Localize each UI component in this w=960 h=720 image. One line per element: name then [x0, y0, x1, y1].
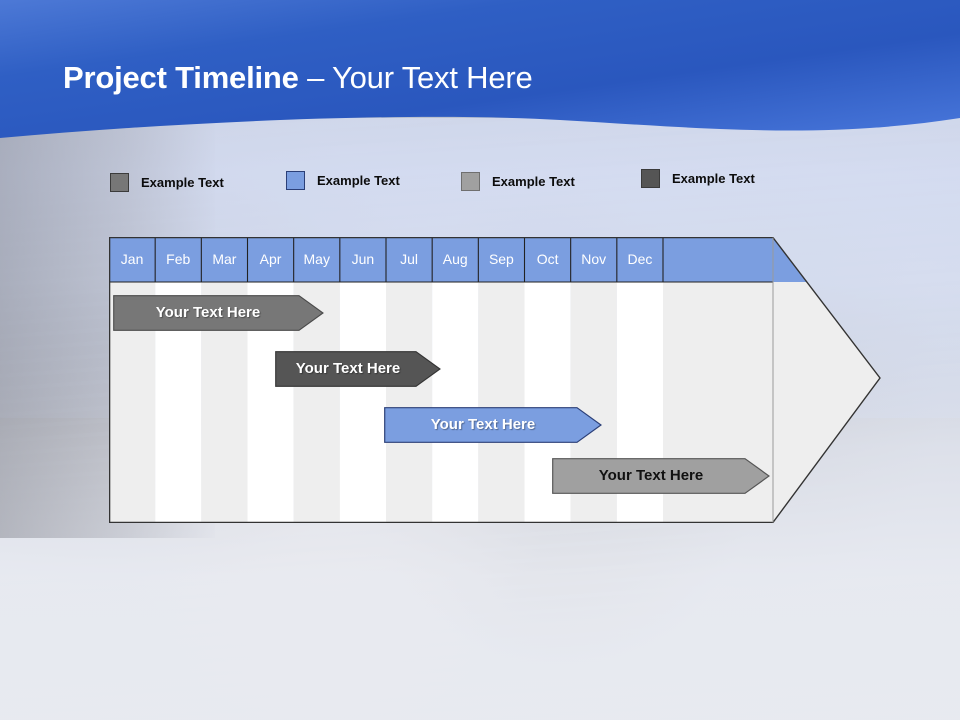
title-light: Your Text Here	[332, 60, 533, 95]
legend-label-1: Example Text	[141, 174, 224, 190]
legend-swatch-icon-3	[461, 171, 480, 191]
task-bar-1[interactable]: Your Text Here	[113, 295, 324, 331]
title-bold: Project Timeline	[63, 60, 299, 95]
legend-swatch-icon-1	[110, 172, 129, 192]
legend-item-3[interactable]: Example Text	[461, 167, 575, 195]
header-banner	[0, 0, 960, 160]
legend: Example Text Example Text Example Text E…	[110, 168, 830, 198]
legend-swatch-icon-2	[286, 170, 305, 190]
title-separator: –	[298, 60, 333, 95]
task-bar-4-label: Your Text Here	[598, 467, 704, 484]
legend-swatch-icon-4	[641, 168, 660, 188]
task-bar-1-label: Your Text Here	[155, 304, 261, 321]
legend-label-2: Example Text	[317, 172, 400, 188]
task-bar-3[interactable]: Your Text Here	[384, 407, 602, 443]
page-title: Project Timeline – Your Text Here	[63, 60, 533, 96]
legend-item-2[interactable]: Example Text	[286, 166, 400, 194]
task-bar-4[interactable]: Your Text Here	[552, 458, 770, 494]
month-header-strip	[109, 237, 807, 283]
task-bar-3-label: Your Text Here	[430, 416, 536, 433]
task-bar-2-label: Your Text Here	[295, 360, 401, 377]
legend-label-4: Example Text	[672, 170, 755, 186]
legend-label-3: Example Text	[492, 173, 575, 189]
legend-item-1[interactable]: Example Text	[110, 168, 224, 196]
task-bar-2[interactable]: Your Text Here	[275, 351, 441, 387]
legend-item-4[interactable]: Example Text	[641, 164, 755, 192]
timeline-chart: Jan Feb Mar Apr May Jun Jul Aug Sep Oct …	[109, 237, 881, 523]
